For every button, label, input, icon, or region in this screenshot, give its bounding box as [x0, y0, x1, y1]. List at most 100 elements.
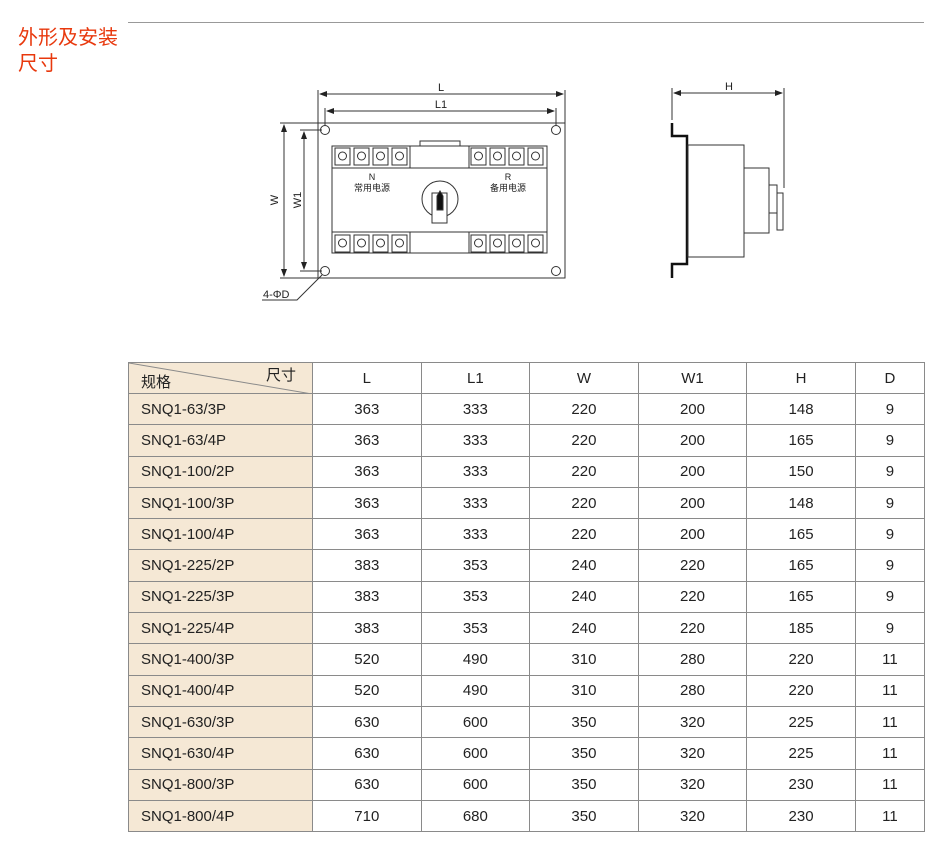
value-cell: 320 — [637, 768, 748, 801]
model-cell: SNQ1-100/4P — [128, 518, 313, 551]
value-cell: 9 — [854, 549, 926, 582]
value-cell: 200 — [637, 424, 748, 457]
value-cell: 9 — [854, 455, 926, 488]
value-cell: 350 — [529, 737, 639, 770]
value-cell: 220 — [529, 424, 639, 457]
value-cell: 230 — [746, 768, 856, 801]
value-cell: 310 — [529, 674, 639, 707]
value-cell: 600 — [420, 768, 531, 801]
column-header: L — [312, 362, 422, 394]
value-cell: 240 — [529, 612, 639, 645]
model-cell: SNQ1-225/2P — [128, 549, 313, 582]
value-cell: 165 — [746, 549, 856, 582]
value-cell: 220 — [637, 580, 748, 614]
value-cell: 148 — [746, 486, 856, 520]
model-cell: SNQ1-63/3P — [128, 392, 313, 426]
value-cell: 9 — [854, 580, 926, 614]
value-cell: 680 — [420, 799, 531, 833]
value-cell: 353 — [420, 549, 531, 582]
column-header: D — [854, 362, 926, 394]
model-cell: SNQ1-225/3P — [128, 580, 313, 614]
value-cell: 600 — [420, 737, 531, 770]
value-cell: 280 — [637, 643, 748, 676]
label-W1: W1 — [292, 192, 304, 209]
value-cell: 11 — [854, 768, 926, 801]
label-r: R — [505, 172, 512, 182]
value-cell: 363 — [312, 424, 422, 457]
value-cell: 11 — [854, 705, 926, 739]
value-cell: 11 — [854, 643, 926, 676]
model-cell: SNQ1-225/4P — [128, 612, 313, 645]
value-cell: 383 — [312, 549, 422, 582]
label-backup-power: 备用电源 — [490, 182, 526, 193]
value-cell: 200 — [637, 392, 748, 426]
label-hole: 4-ΦD — [263, 289, 290, 301]
value-cell: 220 — [637, 612, 748, 645]
model-cell: SNQ1-63/4P — [128, 424, 313, 457]
value-cell: 490 — [420, 643, 531, 676]
value-cell: 200 — [637, 486, 748, 520]
model-cell: SNQ1-100/3P — [128, 486, 313, 520]
table-header-row: 尺寸 规格 L L1 W W1 H D — [128, 362, 926, 394]
value-cell: 363 — [312, 518, 422, 551]
value-cell: 630 — [312, 705, 422, 739]
value-cell: 630 — [312, 737, 422, 770]
value-cell: 11 — [854, 737, 926, 770]
value-cell: 350 — [529, 705, 639, 739]
model-cell: SNQ1-800/3P — [128, 768, 313, 801]
value-cell: 220 — [529, 392, 639, 426]
value-cell: 383 — [312, 580, 422, 614]
value-cell: 225 — [746, 705, 856, 739]
value-cell: 363 — [312, 392, 422, 426]
value-cell: 350 — [529, 768, 639, 801]
value-cell: 9 — [854, 486, 926, 520]
value-cell: 320 — [637, 799, 748, 833]
value-cell: 490 — [420, 674, 531, 707]
value-cell: 310 — [529, 643, 639, 676]
value-cell: 333 — [420, 392, 531, 426]
column-header: L1 — [420, 362, 531, 394]
model-cell: SNQ1-630/3P — [128, 705, 313, 739]
model-cell: SNQ1-800/4P — [128, 799, 313, 833]
value-cell: 150 — [746, 455, 856, 488]
value-cell: 320 — [637, 737, 748, 770]
top-divider — [128, 22, 924, 23]
value-cell: 9 — [854, 518, 926, 551]
value-cell: 710 — [312, 799, 422, 833]
value-cell: 383 — [312, 612, 422, 645]
label-L1: L1 — [435, 99, 447, 111]
value-cell: 185 — [746, 612, 856, 645]
value-cell: 520 — [312, 643, 422, 676]
value-cell: 9 — [854, 424, 926, 457]
corner-header: 尺寸 规格 — [128, 362, 313, 394]
value-cell: 353 — [420, 580, 531, 614]
value-cell: 240 — [529, 549, 639, 582]
value-cell: 280 — [637, 674, 748, 707]
value-cell: 220 — [746, 674, 856, 707]
value-cell: 353 — [420, 612, 531, 645]
value-cell: 9 — [854, 612, 926, 645]
label-H: H — [725, 81, 733, 93]
value-cell: 200 — [637, 518, 748, 551]
value-cell: 220 — [529, 455, 639, 488]
dimension-drawing: L L1 W W1 4-ΦD N 常用电源 R 备用电源 H — [262, 81, 785, 301]
value-cell: 363 — [312, 486, 422, 520]
value-cell: 333 — [420, 455, 531, 488]
value-cell: 9 — [854, 392, 926, 426]
column-header: W1 — [637, 362, 748, 394]
value-cell: 165 — [746, 518, 856, 551]
value-cell: 220 — [529, 518, 639, 551]
value-cell: 333 — [420, 424, 531, 457]
value-cell: 11 — [854, 799, 926, 833]
model-cell: SNQ1-630/4P — [128, 737, 313, 770]
model-cell: SNQ1-100/2P — [128, 455, 313, 488]
